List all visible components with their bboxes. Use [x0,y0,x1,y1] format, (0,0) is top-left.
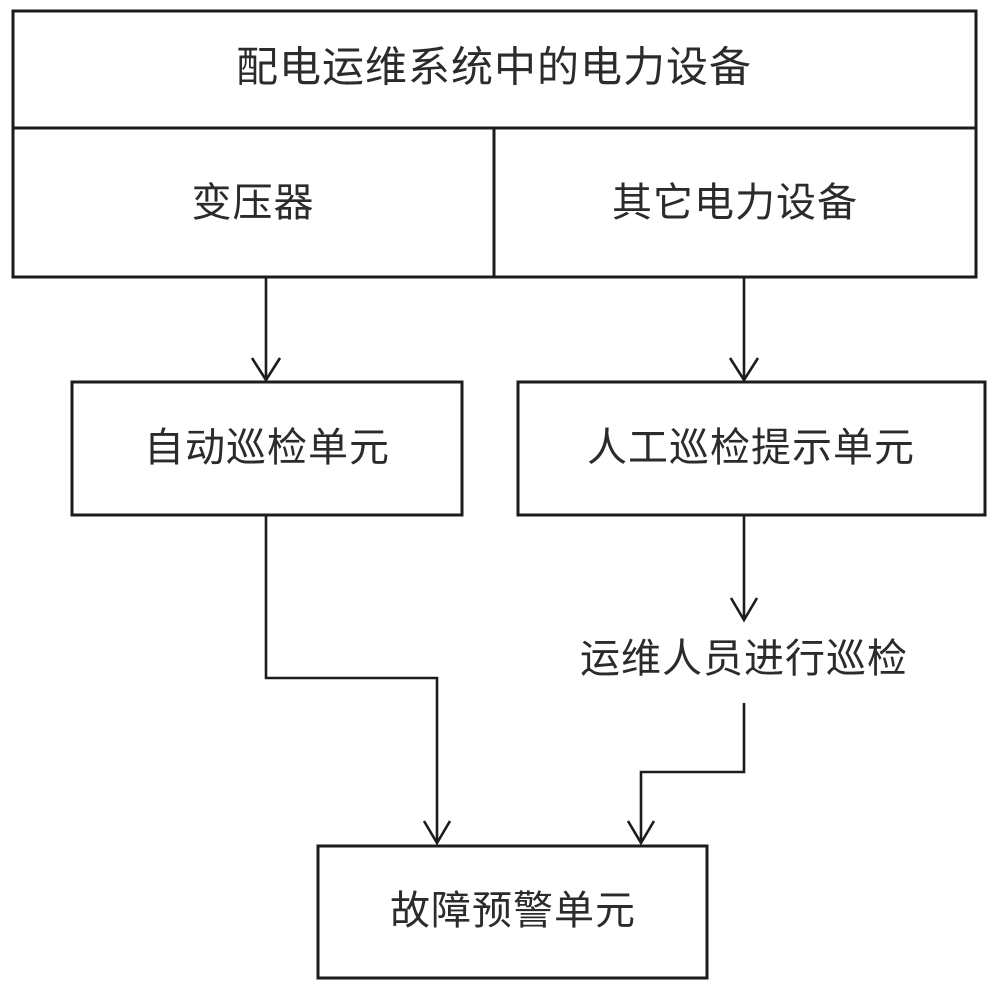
edge-transformer-to-auto-inspection [250,278,282,383]
fault-warning-unit-group: 故障预警单元 [316,844,709,980]
arrow-head-icon [728,357,760,383]
auto-inspection-unit-label: 自动巡检单元 [144,425,390,471]
fault-warning-unit-label: 故障预警单元 [390,888,636,934]
arrow-head-icon [250,357,282,383]
other-equipment-label: 其它电力设备 [612,180,858,226]
manual-inspection-prompt-unit-group: 人工巡检提示单元 [516,380,987,517]
auto-inspection-unit-box [70,380,464,517]
manual-inspection-prompt-unit-box [516,380,987,517]
manual-inspection-prompt-unit-label: 人工巡检提示单元 [587,425,915,471]
arrow-head-icon [729,597,759,623]
edge-ops-personnel-to-fault-warning [626,703,746,846]
fault-warning-unit-box [316,844,709,980]
ops-personnel-inspection-label: 运维人员进行巡检 [580,636,908,682]
power-equipment-label: 配电运维系统中的电力设备 [236,43,752,92]
auto-inspection-unit-group: 自动巡检单元 [70,380,464,517]
power-equipment-group: 配电运维系统中的电力设备 变压器 其它电力设备 [11,9,978,279]
edge-auto-inspection-to-fault-warning [264,516,452,846]
edge-other-equipment-to-manual-prompt [728,278,760,383]
arrow-head-icon [626,820,656,846]
arrow-head-icon [422,820,452,846]
transformer-label: 变压器 [192,180,315,226]
edge-manual-prompt-to-ops-personnel [729,516,759,623]
